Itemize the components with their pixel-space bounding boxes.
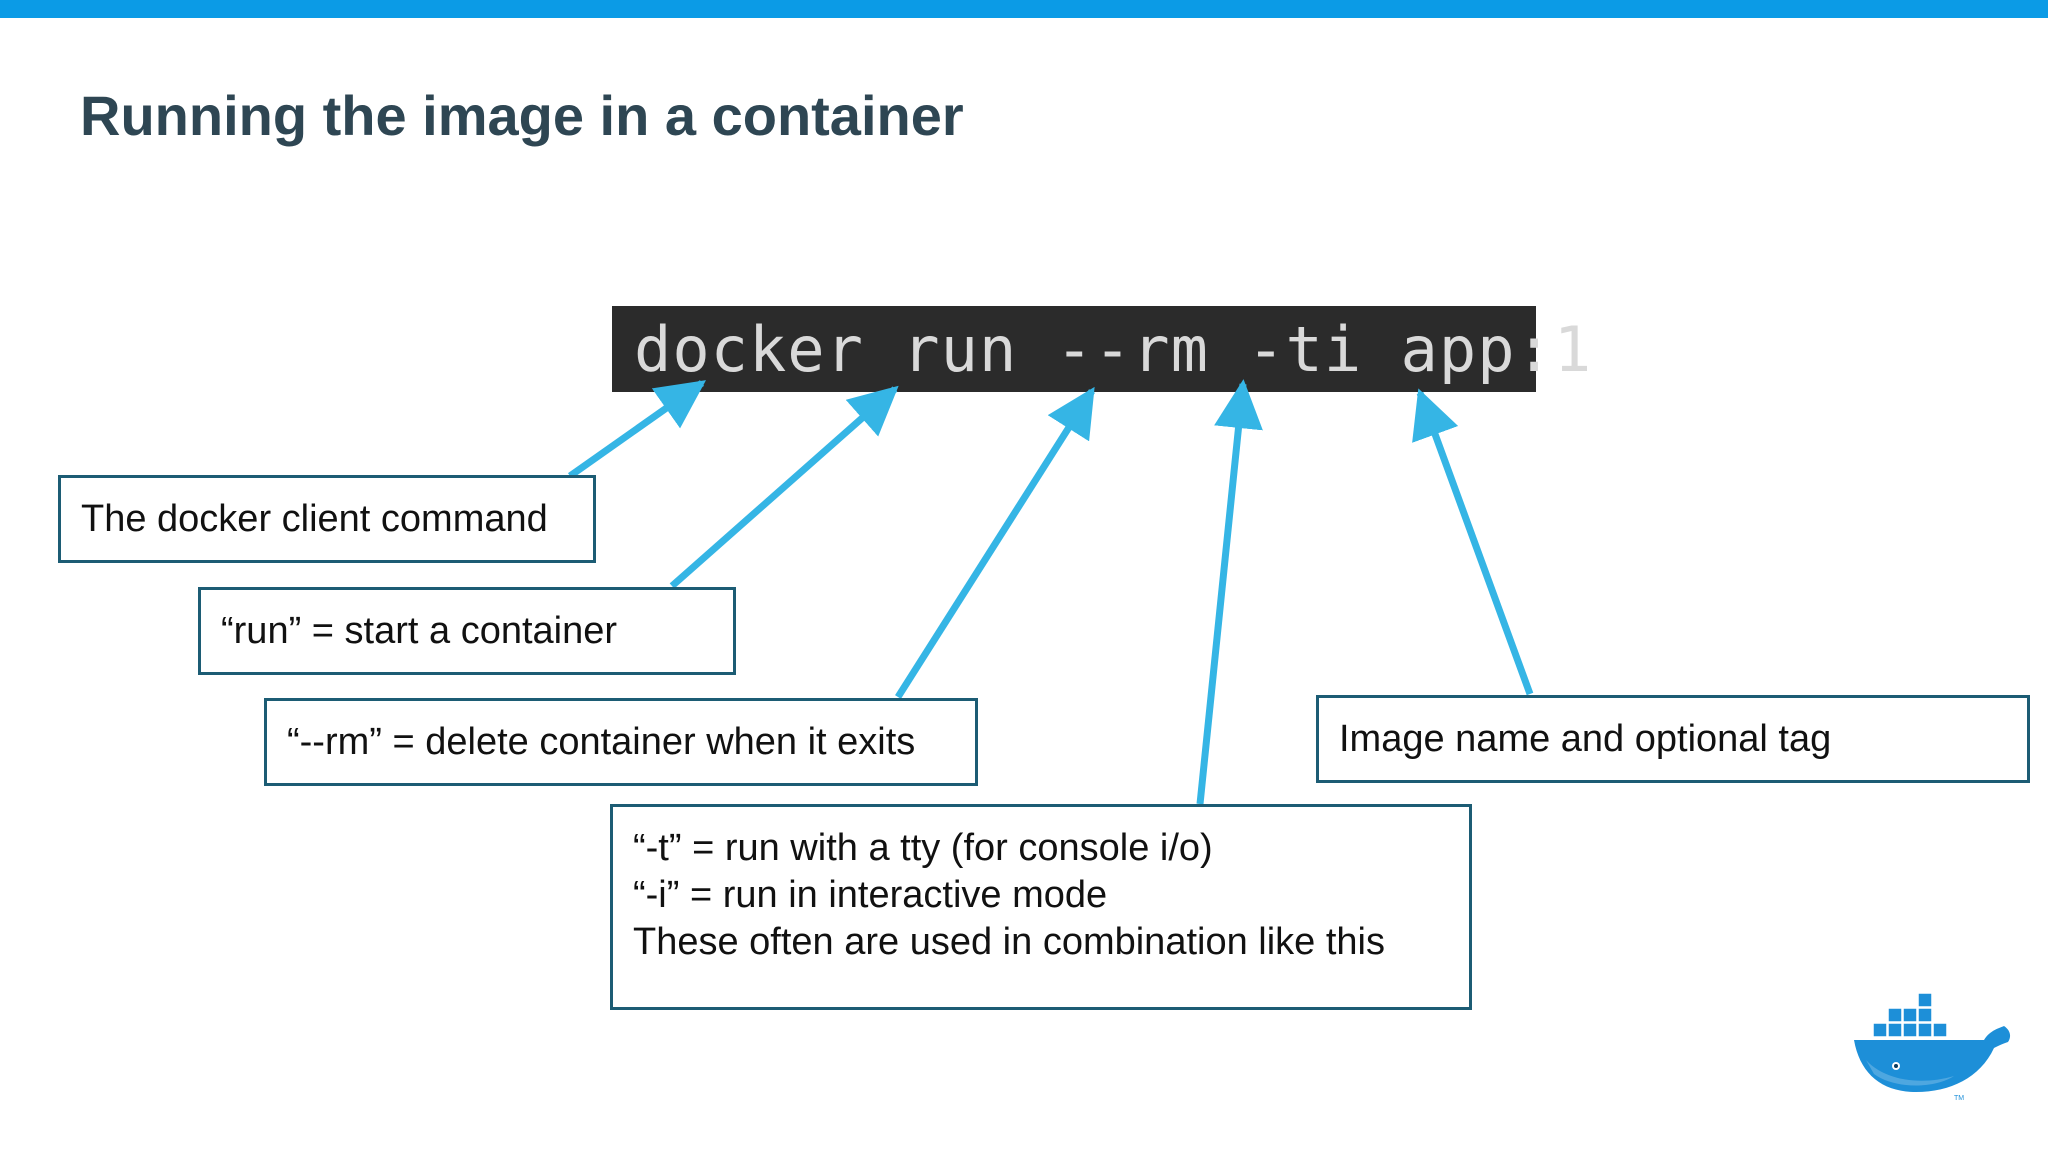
terminal-command-box: docker run --rm -ti app:1	[612, 306, 1591, 392]
logo-trademark: TM	[1954, 1095, 1964, 1102]
callout-run: “run” = start a container	[198, 587, 736, 675]
callout-image-tag: Image name and optional tag	[1316, 695, 2030, 783]
arrow-run	[669, 385, 899, 589]
callout-client-text: The docker client command	[81, 497, 548, 540]
docker-command: docker run --rm -ti app:1	[634, 312, 1593, 386]
callout-ti-line-1: “-t” = run with a tty (for console i/o)	[633, 827, 1213, 869]
arrow-ti	[1196, 379, 1263, 805]
callout-ti: “-t” = run with a tty (for console i/o) …	[610, 804, 1472, 1010]
callout-client-command: The docker client command	[58, 475, 596, 563]
callout-rm: “--rm” = delete container when it exits	[264, 698, 978, 786]
docker-whale-icon: TM	[1854, 992, 2011, 1102]
callout-image-text: Image name and optional tag	[1339, 717, 1832, 760]
callout-ti-line-3: These often are used in combination like…	[633, 921, 1385, 963]
callout-run-text: “run” = start a container	[221, 609, 618, 652]
callout-ti-line-2: “-i” = run in interactive mode	[633, 874, 1108, 916]
top-accent-bar	[0, 0, 2048, 18]
arrow-rm	[895, 386, 1095, 699]
arrow-image	[1412, 388, 1534, 696]
callout-rm-text: “--rm” = delete container when it exits	[287, 720, 916, 763]
slide-title: Running the image in a container	[80, 84, 964, 147]
arrow-client	[567, 380, 707, 479]
